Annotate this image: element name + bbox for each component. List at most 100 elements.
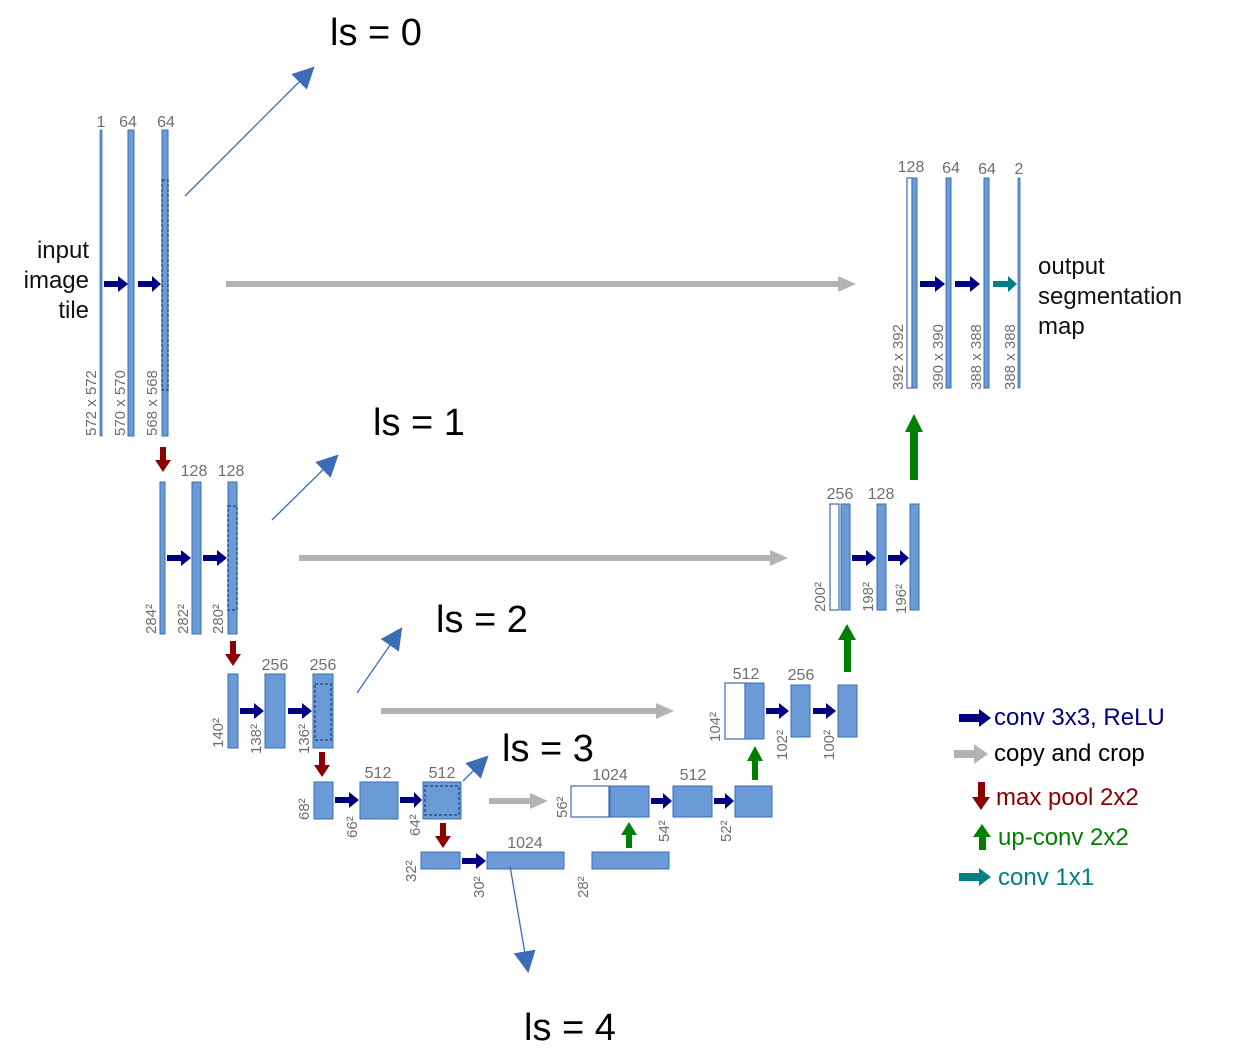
legend-upconv-arrow-icon: [973, 824, 991, 850]
ls-pointer-1: [271, 454, 339, 521]
output-label-line: output: [1038, 253, 1105, 280]
conv1x1-arrow-icon: [993, 276, 1017, 292]
level0-encoder: 1 64 64 572 x 572 570 x 570 568 x 568: [83, 114, 175, 437]
conv-arrow-icon: [888, 550, 909, 566]
maxpool-arrow-icon: [155, 447, 171, 472]
feature-map-l1-in: [159, 481, 166, 635]
gray-arrowhead-icon: [530, 793, 548, 809]
legend-conv1x1-label: conv 1x1: [998, 864, 1094, 891]
conv-arrow-icon: [920, 276, 945, 292]
channel-label: 64: [978, 161, 996, 178]
upconv-arrows: [621, 414, 923, 848]
size-label: 64²: [407, 814, 424, 836]
level1-decoder: 256 128 200² 198² 196²: [812, 486, 920, 614]
copied-feature-map-u3: [570, 785, 610, 818]
conv-arrow-icon: [813, 703, 836, 719]
output-map: [1017, 177, 1021, 389]
feature-map-l4-b: [591, 851, 670, 870]
level3-decoder: 1024 512 56² 54² 52²: [554, 767, 773, 842]
feature-map-l1-a: [191, 481, 202, 635]
copied-feature-map-u0: [906, 177, 913, 389]
size-label: 52²: [718, 820, 735, 842]
copy-crop-arrows: [226, 276, 856, 809]
copied-feature-map-u1: [829, 503, 840, 611]
size-label: 570 x 570: [112, 370, 129, 436]
level3-encoder: 512 512 68² 66² 64²: [296, 765, 462, 838]
conv-arrow-icon: [138, 276, 161, 292]
size-label: 56²: [554, 796, 571, 818]
channel-label: 256: [262, 657, 289, 674]
crop-region-l3: [424, 785, 460, 816]
feature-map-u2-a: [790, 684, 811, 738]
gray-arrowhead-icon: [770, 550, 788, 566]
size-label: 568 x 568: [144, 370, 161, 436]
input-label-line: image: [24, 267, 89, 294]
feature-map-l2-a: [264, 673, 286, 749]
channel-label: 1024: [592, 767, 628, 784]
feature-map-input: [99, 129, 103, 437]
feature-map-l3-in: [313, 781, 334, 820]
conv-arrow-icon: [203, 550, 227, 566]
channel-label: 128: [218, 463, 245, 480]
channel-label: 2: [1015, 161, 1024, 178]
gray-arrowhead-icon: [656, 703, 674, 719]
conv-arrow-icon: [288, 703, 312, 719]
ls-pointer-4: [509, 865, 536, 974]
legend: conv 3x3, ReLU copy and crop max pool 2x…: [954, 704, 1165, 891]
feature-map-l3-b: [422, 781, 462, 820]
size-label: 32²: [403, 860, 420, 882]
conv-arrow-icon: [335, 792, 359, 808]
ls-pointer-2: [356, 627, 403, 694]
ls-pointer-0: [184, 66, 315, 197]
feature-map-u2-up: [744, 682, 765, 740]
conv-arrow-icon: [766, 703, 789, 719]
feature-map-u3-b: [734, 785, 773, 818]
size-label: 54²: [656, 820, 673, 842]
conv-arrow-icon: [714, 793, 734, 809]
ls-label-4: ls = 4: [524, 1007, 616, 1049]
upconv-arrow-icon: [621, 822, 637, 848]
channel-label: 128: [868, 486, 895, 503]
size-label: 198²: [860, 582, 877, 612]
conv-arrow-icon: [462, 853, 486, 869]
size-label: 100²: [821, 730, 838, 760]
legend-upconv-label: up-conv 2x2: [998, 824, 1129, 851]
channel-label: 64: [119, 114, 137, 131]
legend-maxpool-label: max pool 2x2: [996, 784, 1139, 811]
crop-region-l0: [161, 179, 169, 391]
size-label: 102²: [774, 730, 791, 760]
feature-map-l4-a: [486, 851, 565, 870]
level4-bottleneck: 1024 32² 30² 28²: [403, 835, 670, 898]
size-label: 284²: [143, 604, 160, 634]
crop-region-l1: [227, 505, 238, 611]
channel-label: 256: [310, 657, 337, 674]
size-label: 30²: [471, 876, 488, 898]
legend-copy-label: copy and crop: [994, 740, 1145, 767]
feature-map-u1-b: [909, 503, 920, 611]
input-label: input image tile: [24, 237, 90, 324]
size-label: 200²: [812, 582, 829, 612]
level0-decoder: 128 64 64 2 392 x 392 390 x 390 388 x 38…: [890, 159, 1024, 390]
channel-label: 64: [157, 114, 175, 131]
upconv-arrow-icon: [838, 624, 856, 672]
feature-map-u0-b: [983, 177, 990, 389]
ls-pointer-arrows: [184, 66, 536, 974]
channel-label: 512: [680, 767, 707, 784]
conv-arrows: [104, 276, 980, 869]
size-label: 28²: [575, 876, 592, 898]
channel-label: 512: [733, 666, 760, 683]
feature-map-u2-b: [837, 684, 858, 738]
maxpool-arrow-icon: [435, 823, 451, 848]
level1-encoder: 128 128 284² 282² 280²: [143, 463, 245, 635]
size-label: 572 x 572: [83, 370, 100, 436]
level2-decoder: 512 256 104² 102² 100²: [707, 666, 858, 760]
size-label: 282²: [175, 604, 192, 634]
channel-label: 1: [97, 114, 106, 131]
feature-map-u0-up: [911, 177, 918, 389]
channel-label: 256: [827, 486, 854, 503]
feature-map-l1-b: [227, 481, 238, 635]
feature-map-l0-a: [127, 129, 135, 437]
output-label-line: map: [1038, 313, 1085, 340]
feature-map-u1-up: [840, 503, 851, 611]
